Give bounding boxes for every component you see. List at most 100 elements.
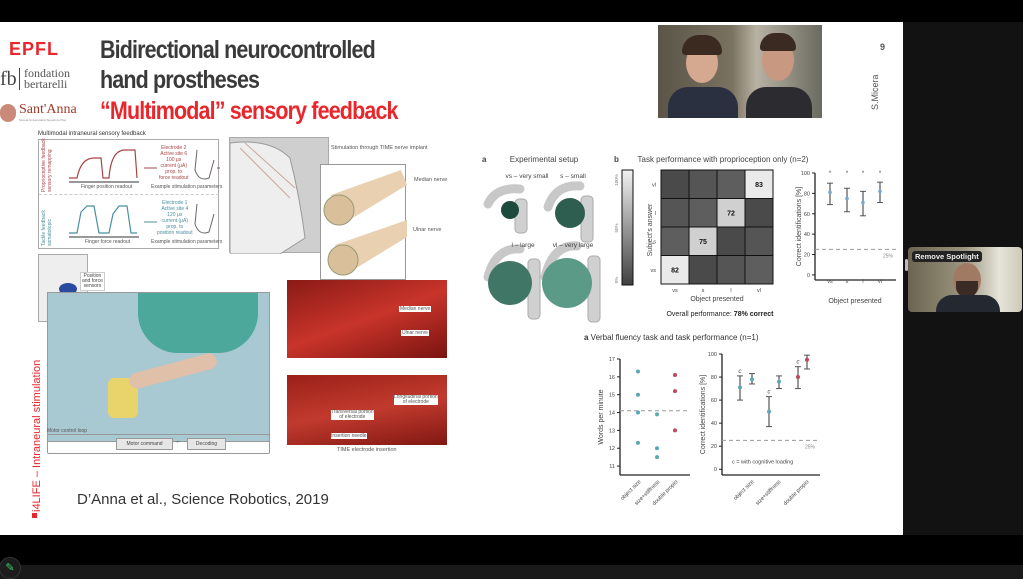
correct-chart-tick-label: 20 <box>711 444 717 450</box>
reference-label: 25% <box>883 253 894 259</box>
pencil-icon[interactable]: ✎ <box>0 557 21 579</box>
heatmap-cell <box>744 169 774 199</box>
citation: D’Anna et al., Science Robotics, 2019 <box>77 491 329 508</box>
meeting-toolbar: ✎ <box>0 557 1023 579</box>
e1-line: current (μA) <box>161 218 189 224</box>
correct-chart-tick-label: 80 <box>711 375 717 381</box>
decoding-box: Decoding <box>187 438 226 450</box>
data-point <box>738 385 742 390</box>
heatmap-cell <box>744 255 774 285</box>
heatmap-cell <box>660 226 690 256</box>
shared-slide: EPFL fb fondation bertarelli Sant'Anna S… <box>0 22 903 535</box>
proprio-chart-ylabel: Correct identifications [%] <box>796 187 803 266</box>
setup-title: Experimental setup <box>510 155 579 164</box>
patient-illustration <box>47 292 270 442</box>
arrow-icon: ← <box>175 438 182 445</box>
trans-line: Transversal portion <box>331 409 374 415</box>
object-label: vs – very small <box>506 173 550 180</box>
e2-line: prop. to <box>165 169 183 175</box>
colorbar <box>621 169 634 286</box>
words-chart-tick-label: 16 <box>609 375 615 381</box>
epfl-logo: EPFL <box>9 39 60 59</box>
fondation-line: fondation <box>24 66 70 80</box>
heatmap-cell <box>716 255 746 285</box>
ulnar-nerve-label: Ulnar nerve <box>413 227 442 233</box>
e2-line: current (μA) <box>160 163 187 169</box>
heatmap-row-label: s <box>653 239 656 245</box>
finger-force-label: Finger force readout <box>85 239 131 245</box>
data-point <box>750 377 754 382</box>
x-tick-label: s <box>846 279 849 285</box>
heatmap-row-label: vs <box>651 268 657 274</box>
heatmap-cell <box>688 169 718 199</box>
nerve-drawing <box>323 170 407 276</box>
arm-drawing <box>229 141 306 255</box>
e1-line: Electrode 1 <box>162 200 188 206</box>
heatmap-row-label: l <box>655 211 656 217</box>
researchers-photo <box>658 25 822 118</box>
colorbar-tick: 50% <box>614 223 619 232</box>
heatmap-ylabel: Subject's answer <box>647 203 654 256</box>
long-line: of electrode <box>402 399 429 405</box>
motor-command-box: Motor command <box>116 438 173 450</box>
bertarelli-line: bertarelli <box>24 77 68 91</box>
overall-performance: Overall performance: 78% correct <box>666 311 774 318</box>
motor-loop-box: Motor command ← Decoding <box>47 434 270 454</box>
colorbar-tick: 0% <box>614 277 619 284</box>
video-panel: Remove Spotlight <box>903 22 1023 535</box>
data-point <box>845 196 849 201</box>
sensors-line: sensors <box>83 283 102 289</box>
correct-chart-tick-label: 40 <box>711 421 717 427</box>
e2-line: 100 μs <box>166 157 182 163</box>
heatmap-col-label: s <box>702 288 705 294</box>
shoulder-illustration <box>229 137 329 255</box>
colorbar-tick: 100% <box>614 174 619 186</box>
data-point <box>673 389 677 394</box>
object-label: vl – very large <box>553 242 594 249</box>
stim-params-label-2: Example stimulation parameters <box>151 239 223 245</box>
correct-chart-tick-label: 0 <box>714 467 717 473</box>
x-tick-label: double propio <box>783 479 811 507</box>
heatmap-value: 83 <box>755 182 763 189</box>
gripper-palm <box>514 198 528 234</box>
page-number: 9 <box>880 42 886 52</box>
words-chart-tick-label: 13 <box>609 428 615 434</box>
fb-mark: fb <box>0 68 20 90</box>
cognitive-loading-marker: c <box>797 360 800 366</box>
proprio-chart-tick-label: 40 <box>804 232 810 238</box>
readout-traces <box>69 149 220 238</box>
x-tick-label: vl <box>878 279 882 285</box>
feedback-box: Proprioceptive feedback sensory remappin… <box>38 138 223 249</box>
e1-line: Active site 4 <box>161 206 189 212</box>
verbal-fluency-title: a Verbal fluency task and task performan… <box>584 333 759 342</box>
data-point <box>861 200 865 205</box>
e2-line: force readout <box>159 175 189 181</box>
proprio-xlabel: Object presented <box>828 298 881 305</box>
cognitive-loading-marker: c <box>739 369 742 375</box>
object-3 <box>542 258 592 308</box>
fondation-text: fondation bertarelli <box>24 66 70 91</box>
words-chart-ylabel: Words per minute <box>598 389 605 444</box>
data-point <box>636 410 640 415</box>
proprio-chart-tick-label: 80 <box>804 191 810 197</box>
panel-scrollbar[interactable] <box>905 259 908 271</box>
data-point <box>655 412 659 417</box>
heatmap-cell <box>660 255 690 285</box>
gripper-fingers <box>483 244 525 282</box>
needle-label: Insertion needle <box>331 433 367 439</box>
gripper-fingers <box>483 184 525 209</box>
heatmap-cell <box>660 198 690 228</box>
heatmap-col-label: vl <box>757 288 761 294</box>
long-line: Longitudinal portion <box>394 394 438 400</box>
x-tick-label: size+stiffness <box>755 479 783 507</box>
spotlight-video[interactable]: Remove Spotlight <box>908 247 1022 312</box>
heatmap-cell <box>716 226 746 256</box>
significance-marker: * <box>862 171 865 177</box>
correct-chart-tick-label: 100 <box>708 352 717 358</box>
data-point <box>796 375 800 380</box>
remove-spotlight-button[interactable]: Remove Spotlight <box>912 251 982 262</box>
